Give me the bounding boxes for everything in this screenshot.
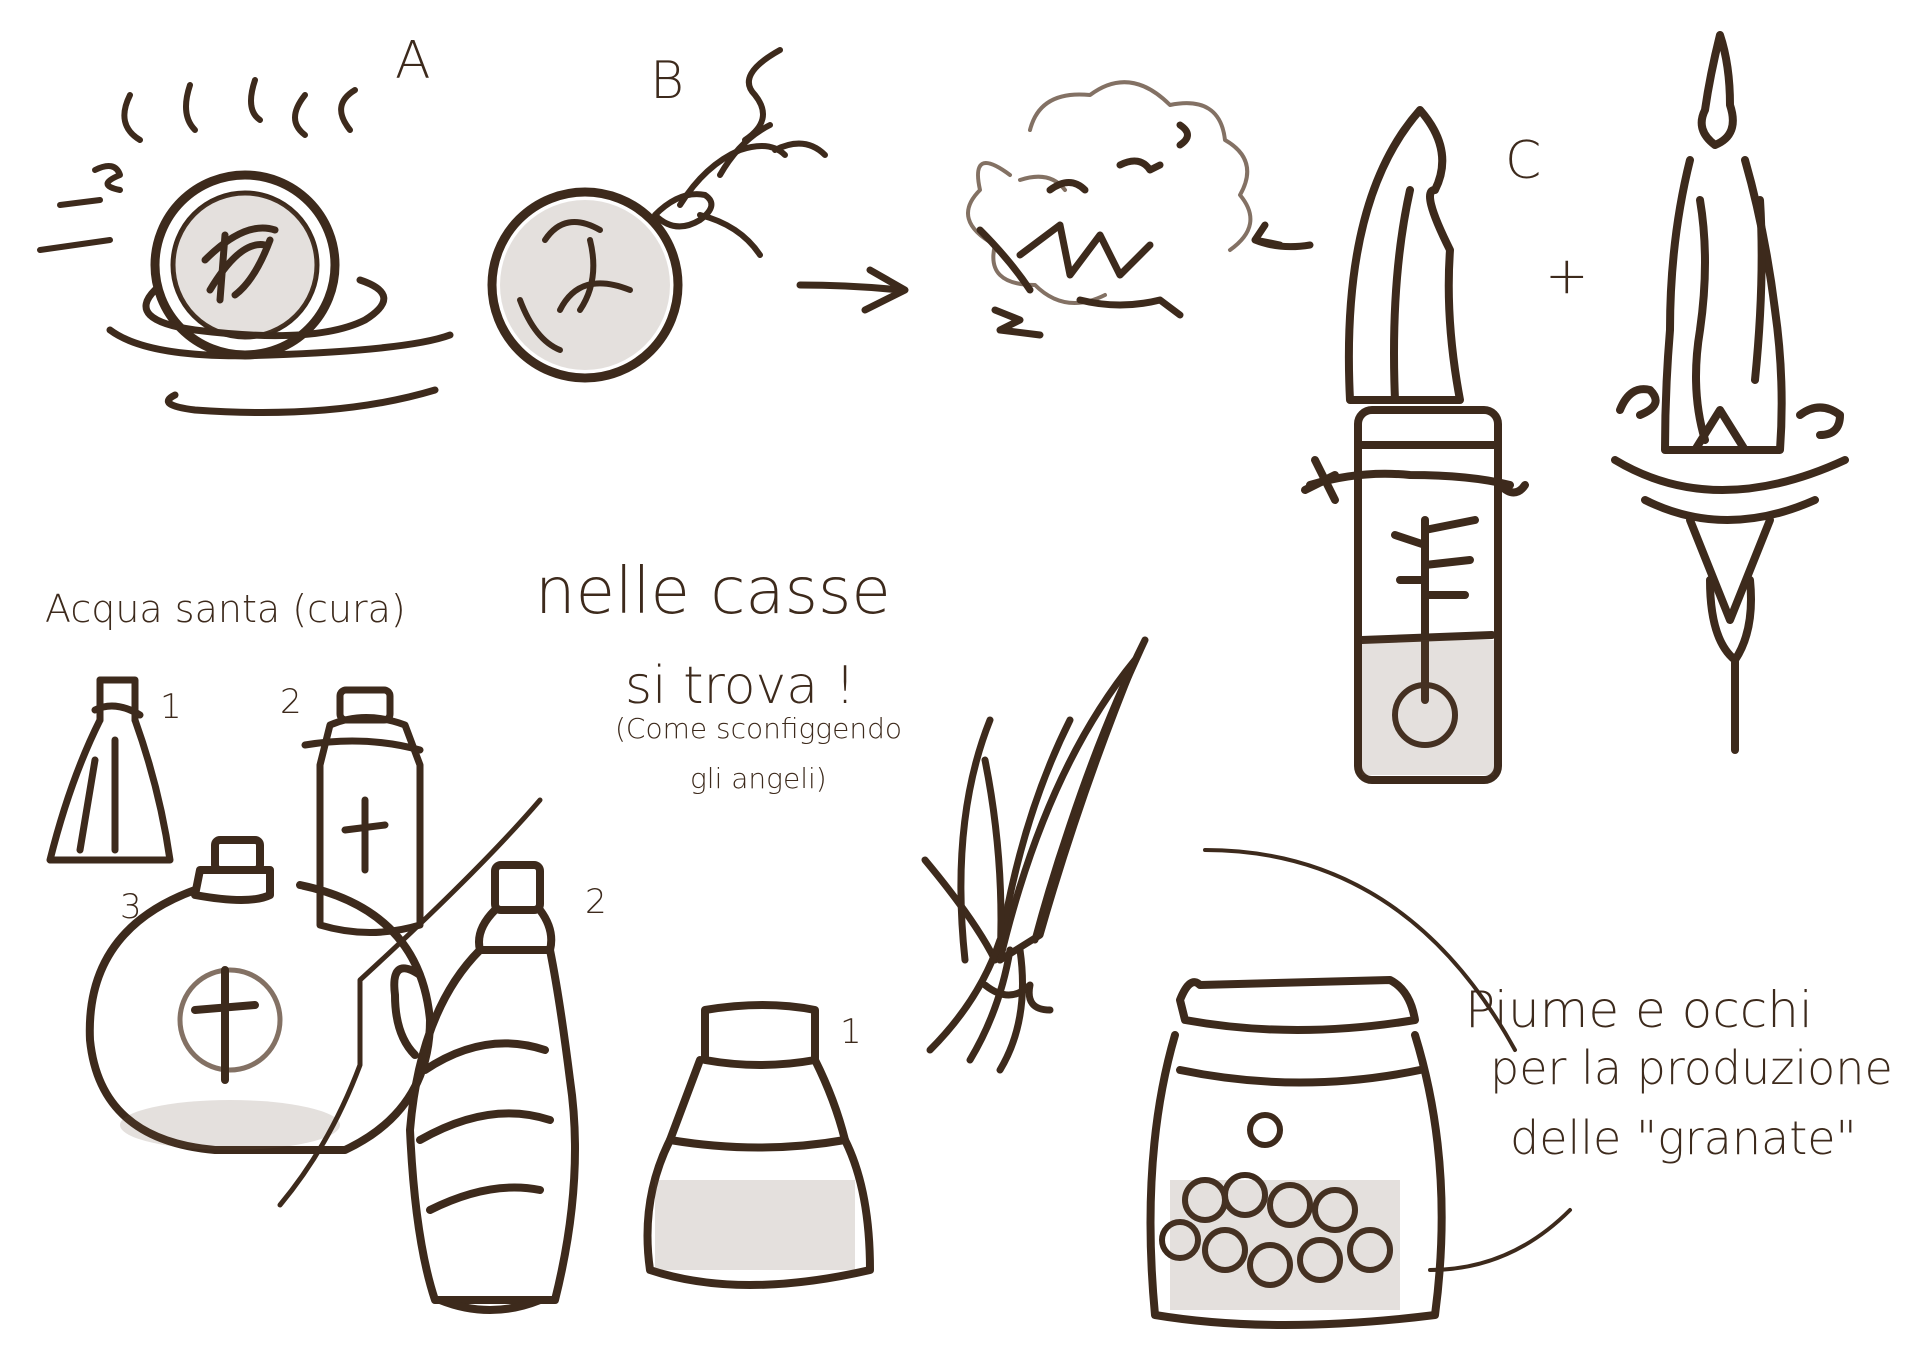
feather-bundle-sketch	[921, 636, 1149, 1074]
eye-jar-sketch	[1146, 848, 1572, 1329]
number-round-3: 3	[120, 887, 142, 927]
label-plus: +	[1545, 246, 1589, 306]
number-amphora-2: 2	[585, 882, 607, 922]
label-produzione: per la produzione	[1490, 1041, 1893, 1095]
divider-stroke	[277, 797, 543, 1208]
number-inkbottle-1: 1	[840, 1012, 862, 1052]
label-nelle-casse: nelle casse	[535, 555, 891, 629]
label-acqua-santa: Acqua santa (cura)	[45, 587, 406, 631]
bomb-sketch-b	[487, 47, 909, 383]
label-b: B	[650, 51, 685, 111]
label-piume: Piume e occhi	[1465, 981, 1813, 1039]
feather-vial-sketch	[1301, 106, 1529, 784]
number-flask-1: 1	[160, 687, 182, 727]
label-si-trova: si trova !	[625, 656, 856, 716]
shaker-bottle-2-sketch	[301, 686, 424, 936]
flask-1-sketch	[46, 676, 174, 864]
number-shaker-2: 2	[280, 682, 302, 722]
label-a: A	[395, 31, 431, 91]
ink-bottle-1-sketch	[643, 1001, 874, 1289]
orb-sketch-a	[37, 77, 454, 416]
label-gli-angeli: gli angeli)	[690, 762, 827, 795]
label-come-sconfiggendo: (Come sconfiggendo	[615, 712, 902, 745]
explosion-cloud-sketch	[966, 80, 1314, 339]
label-granate: delle "granate"	[1510, 1111, 1857, 1165]
candle-sketch	[1611, 31, 1849, 754]
label-c: C	[1505, 131, 1542, 191]
round-flask-3-sketch	[85, 836, 434, 1154]
amphora-bottle-2-sketch	[390, 861, 579, 1314]
